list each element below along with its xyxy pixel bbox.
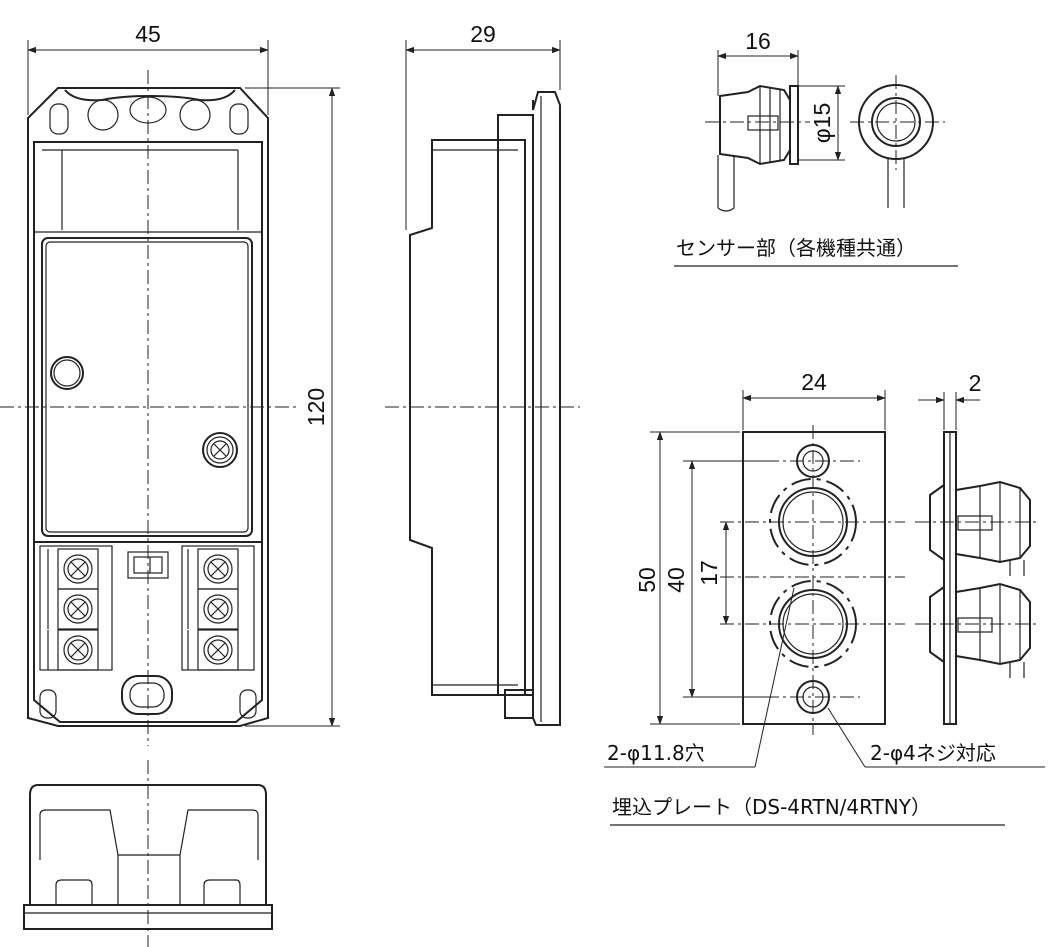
bottom-view xyxy=(23,760,273,947)
plate-detail: 24 50 40 17 xyxy=(604,369,1045,826)
terminal-screw-part xyxy=(207,598,229,620)
terminal-screw-part xyxy=(210,642,226,658)
plate-side-sensor-lower xyxy=(929,582,1031,678)
sensor-diameter-dimension: φ15 xyxy=(809,103,835,144)
terminal-screw-part xyxy=(70,601,86,617)
terminal-screw-part xyxy=(207,639,229,661)
terminal-screw-part xyxy=(197,588,239,630)
sensor-length-dimension: 16 xyxy=(745,28,771,54)
plate-width-dimension: 24 xyxy=(801,369,827,395)
terminal-screw-part xyxy=(203,594,233,624)
plate-thickness-dimension: 2 xyxy=(969,370,982,396)
terminal-screw-part xyxy=(57,588,99,630)
screw-note: 2-φ4ネジ対応 xyxy=(870,741,996,765)
terminal-screw-part xyxy=(70,561,86,577)
side-view: 29 xyxy=(385,21,580,726)
front-view: 45 120 xyxy=(0,21,340,746)
terminal-screw-part xyxy=(67,639,89,661)
terminal-screw-part xyxy=(63,635,93,665)
front-height-dimension: 120 xyxy=(303,388,329,426)
plate-height-dimension: 50 xyxy=(634,567,660,593)
plate-hole-pitch-dimension: 17 xyxy=(696,560,722,586)
front-width-dimension: 45 xyxy=(135,21,161,47)
terminal-screw-part xyxy=(210,601,226,617)
cover-screw-icon xyxy=(202,432,238,468)
terminal-screw-part xyxy=(203,635,233,665)
terminal-screw-part xyxy=(207,558,229,580)
terminal-screw-part xyxy=(67,558,89,580)
terminal-screw-part xyxy=(67,598,89,620)
terminal-screws-right xyxy=(187,548,239,671)
terminal-screw-part xyxy=(203,554,233,584)
terminal-screw-part xyxy=(70,642,86,658)
sensor-detail: 16 φ15 センサー部（各機種共通） xyxy=(674,28,958,267)
side-depth-dimension: 29 xyxy=(470,21,496,47)
terminal-screw-part xyxy=(63,594,93,624)
plate-caption: 埋込プレート（DS-4RTN/4RTNY） xyxy=(612,795,931,819)
terminal-screw-part xyxy=(210,561,226,577)
terminal-screws-left xyxy=(47,548,99,671)
plate-side-sensor-upper xyxy=(929,480,1031,576)
hole-note: 2-φ11.8穴 xyxy=(607,741,705,765)
terminal-screw-part xyxy=(57,629,99,671)
plate-pitch-dimension: 40 xyxy=(663,567,689,593)
terminal-screw-part xyxy=(197,629,239,671)
sensor-caption: センサー部（各機種共通） xyxy=(676,236,916,260)
terminal-screw-part xyxy=(63,554,93,584)
